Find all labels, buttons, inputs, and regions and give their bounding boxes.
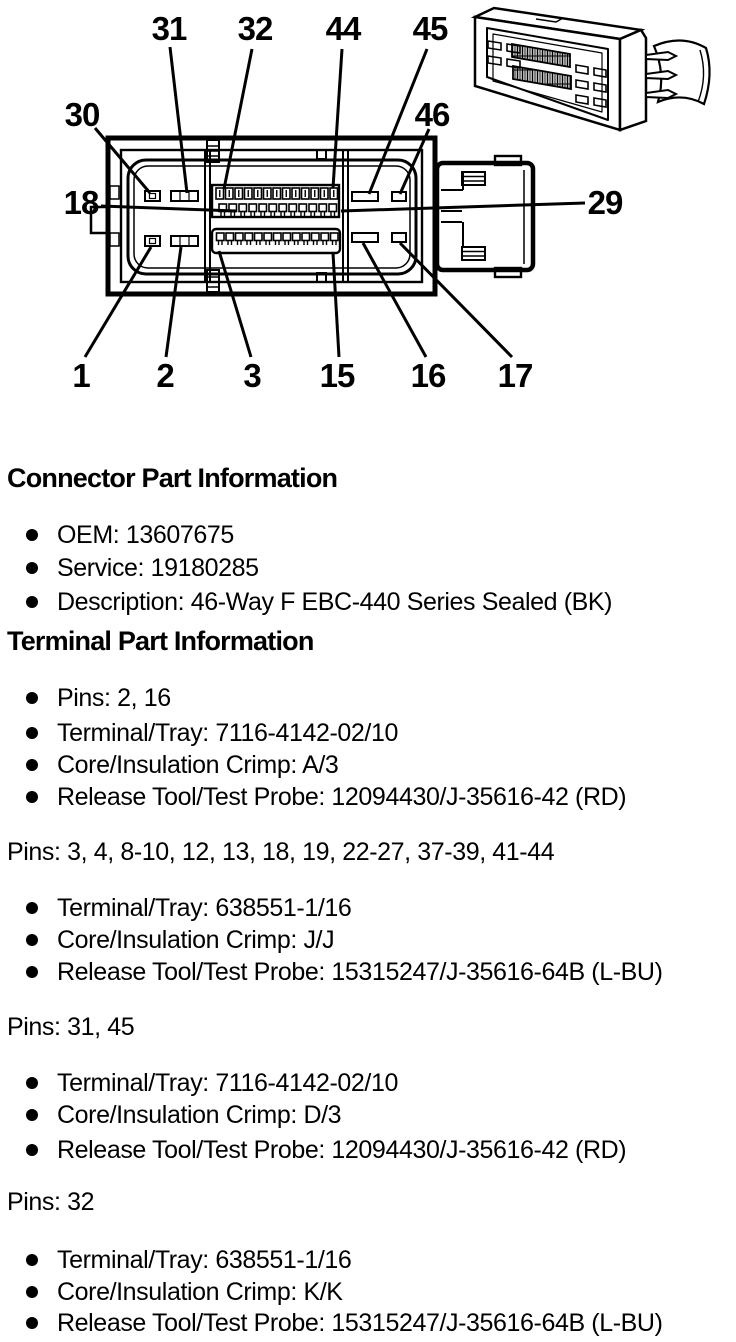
callout-45: 45 — [413, 10, 448, 47]
bullet-text: Core/Insulation Crimp: J/J — [57, 926, 335, 954]
terminal-45 — [351, 191, 379, 202]
bullet-text: Pins: 2, 16 — [57, 684, 171, 712]
bullet-text: Release Tool/Test Probe: 12094430/J-3561… — [57, 783, 627, 811]
bullet-release-tool: Release Tool/Test Probe: 12094430/J-3561… — [0, 782, 627, 812]
leader-lines — [83, 46, 586, 359]
callout-30: 30 — [65, 96, 100, 133]
para-pins-group3: Pins: 31, 45 — [7, 1013, 135, 1041]
bullet-core-crimp: Core/Insulation Crimp: K/K — [0, 1277, 343, 1307]
callout-labels: 31 32 44 45 30 46 18 29 1 2 3 15 16 17 — [64, 10, 624, 394]
connector-3d-view — [470, 6, 711, 132]
heading-connector-part-information: Connector Part Information — [7, 463, 338, 493]
terminal-17 — [391, 232, 407, 243]
bullet-icon — [26, 902, 38, 914]
bullet-text: OEM: 13607675 — [57, 521, 234, 549]
bullet-core-crimp: Core/Insulation Crimp: J/J — [0, 925, 335, 955]
bullet-core-crimp: Core/Insulation Crimp: D/3 — [0, 1100, 342, 1130]
bullet-icon — [26, 1077, 38, 1089]
terminal-46 — [391, 191, 407, 202]
lower-pin-block — [210, 227, 342, 255]
bullet-icon — [26, 727, 38, 739]
rear-lock-block — [434, 154, 536, 279]
callout-29: 29 — [588, 184, 623, 221]
bullet-text: Terminal/Tray: 7116-4142-02/10 — [57, 719, 398, 747]
bullet-icon — [26, 692, 38, 704]
terminal-30 — [144, 190, 161, 202]
callout-18: 18 — [64, 184, 99, 221]
bullet-icon — [26, 966, 38, 978]
bullet-terminal-tray: Terminal/Tray: 638551-1/16 — [0, 893, 352, 923]
bullet-text: Terminal/Tray: 7116-4142-02/10 — [57, 1069, 398, 1097]
terminal-2 — [170, 235, 199, 247]
bullet-text: Core/Insulation Crimp: A/3 — [57, 751, 339, 779]
terminal-31 — [170, 190, 199, 202]
bullet-text: Core/Insulation Crimp: K/K — [57, 1278, 343, 1306]
bullet-text: Service: 19180285 — [57, 554, 259, 582]
bullet-icon — [26, 1144, 38, 1156]
bullet-service: Service: 19180285 — [0, 553, 259, 583]
callout-44: 44 — [326, 10, 362, 47]
callout-15: 15 — [320, 357, 355, 394]
bullet-terminal-tray: Terminal/Tray: 7116-4142-02/10 — [0, 1068, 398, 1098]
left-clip — [89, 205, 110, 235]
callout-1: 1 — [72, 357, 90, 394]
heading-terminal-part-information: Terminal Part Information — [7, 626, 314, 656]
callout-2: 2 — [156, 357, 174, 394]
callout-46: 46 — [415, 96, 450, 133]
callout-31: 31 — [152, 10, 187, 47]
bullet-icon — [26, 1254, 38, 1266]
bullet-pins-2-16: Pins: 2, 16 — [0, 683, 171, 713]
bullet-icon — [26, 596, 38, 608]
bullet-icon — [26, 562, 38, 574]
terminal-16 — [351, 232, 379, 243]
bullet-oem: OEM: 13607675 — [0, 520, 234, 550]
bullet-release-tool: Release Tool/Test Probe: 12094430/J-3561… — [0, 1135, 627, 1165]
terminal-1 — [144, 235, 161, 247]
connector-pinout-diagram: 31 32 44 45 30 46 18 29 1 2 3 15 16 17 — [64, 6, 711, 394]
bullet-text: Release Tool/Test Probe: 15315247/J-3561… — [57, 1309, 663, 1337]
bullet-text: Release Tool/Test Probe: 15315247/J-3561… — [57, 958, 663, 986]
bullet-description: Description: 46-Way F EBC-440 Series Sea… — [0, 587, 612, 617]
bullet-text: Core/Insulation Crimp: D/3 — [57, 1101, 342, 1129]
bullet-terminal-tray: Terminal/Tray: 638551-1/16 — [0, 1245, 352, 1275]
bullet-icon — [26, 934, 38, 946]
bullet-icon — [26, 1317, 38, 1329]
bullet-text: Description: 46-Way F EBC-440 Series Sea… — [57, 588, 613, 616]
bullet-core-crimp: Core/Insulation Crimp: A/3 — [0, 750, 339, 780]
bullet-release-tool: Release Tool/Test Probe: 15315247/J-3561… — [0, 957, 663, 987]
para-pins-group2: Pins: 3, 4, 8-10, 12, 13, 18, 19, 22-27,… — [7, 838, 555, 866]
upper-pin-block — [210, 183, 341, 219]
bullet-text: Terminal/Tray: 638551-1/16 — [57, 1246, 352, 1274]
bullet-icon — [26, 1109, 38, 1121]
bullet-terminal-tray: Terminal/Tray: 7116-4142-02/10 — [0, 718, 398, 748]
para-pins-group4: Pins: 32 — [7, 1188, 95, 1216]
callout-16: 16 — [411, 357, 446, 394]
bullet-text: Terminal/Tray: 638551-1/16 — [57, 894, 352, 922]
bullet-icon — [26, 1286, 38, 1298]
connector-face-view — [89, 135, 536, 297]
callout-3: 3 — [243, 357, 261, 394]
bullet-text: Release Tool/Test Probe: 12094430/J-3561… — [57, 1136, 627, 1164]
callout-17: 17 — [498, 357, 533, 394]
callout-32: 32 — [238, 10, 273, 47]
bullet-icon — [26, 759, 38, 771]
bullet-release-tool: Release Tool/Test Probe: 15315247/J-3561… — [0, 1308, 663, 1338]
bullet-icon — [26, 791, 38, 803]
bullet-icon — [26, 529, 38, 541]
